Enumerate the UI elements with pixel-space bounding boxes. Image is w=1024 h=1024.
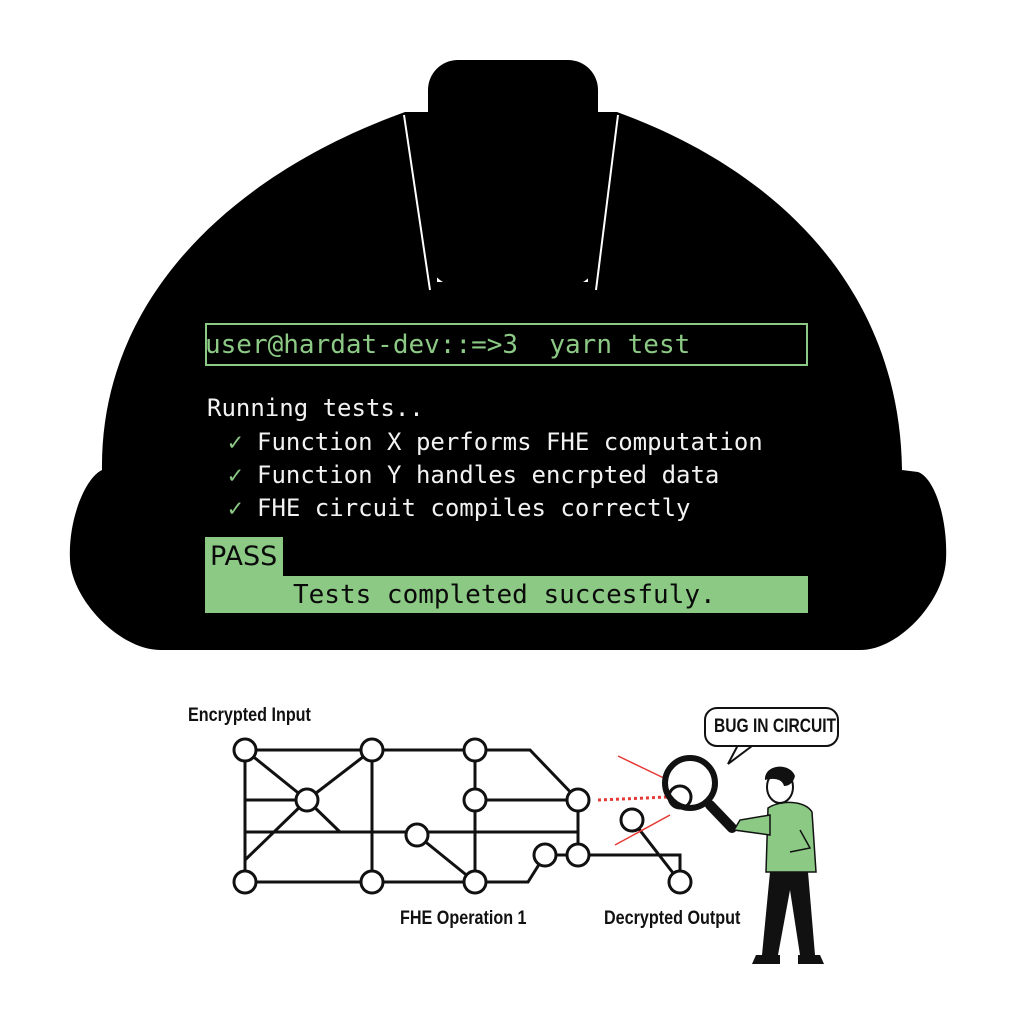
magnifier-icon <box>662 755 737 833</box>
terminal-prompt: user@hardat-dev::=>3 yarn test <box>205 330 691 360</box>
status-badge: PASS <box>205 537 283 577</box>
fhe-operation-label: FHE Operation 1 <box>400 908 527 929</box>
speech-bubble-text: BUG IN CIRCUIT <box>714 716 837 737</box>
status-message: Tests completed succesfuly. <box>293 580 716 610</box>
check-icon: ✓ <box>228 428 243 456</box>
status-bar <box>205 576 808 613</box>
speech-bubble-tail <box>727 744 753 765</box>
hard-hat-icon <box>69 60 947 650</box>
speech-bubble <box>704 707 839 747</box>
decrypted-output-label: Decrypted Output <box>604 908 741 929</box>
test-item: Function X performs FHE computation <box>257 428 763 456</box>
running-tests-line: Running tests.. <box>207 394 424 422</box>
encrypted-input-label: Encrypted Input <box>188 705 311 726</box>
test-item: FHE circuit compiles correctly <box>257 494 691 522</box>
circuit-diagram <box>232 737 693 895</box>
check-icon: ✓ <box>228 461 243 489</box>
test-item: Function Y handles encrpted data <box>257 461 720 489</box>
check-icon: ✓ <box>228 494 243 522</box>
bug-highlight <box>597 755 671 846</box>
engineer-figure <box>732 766 824 964</box>
terminal-prompt-box <box>205 323 808 366</box>
